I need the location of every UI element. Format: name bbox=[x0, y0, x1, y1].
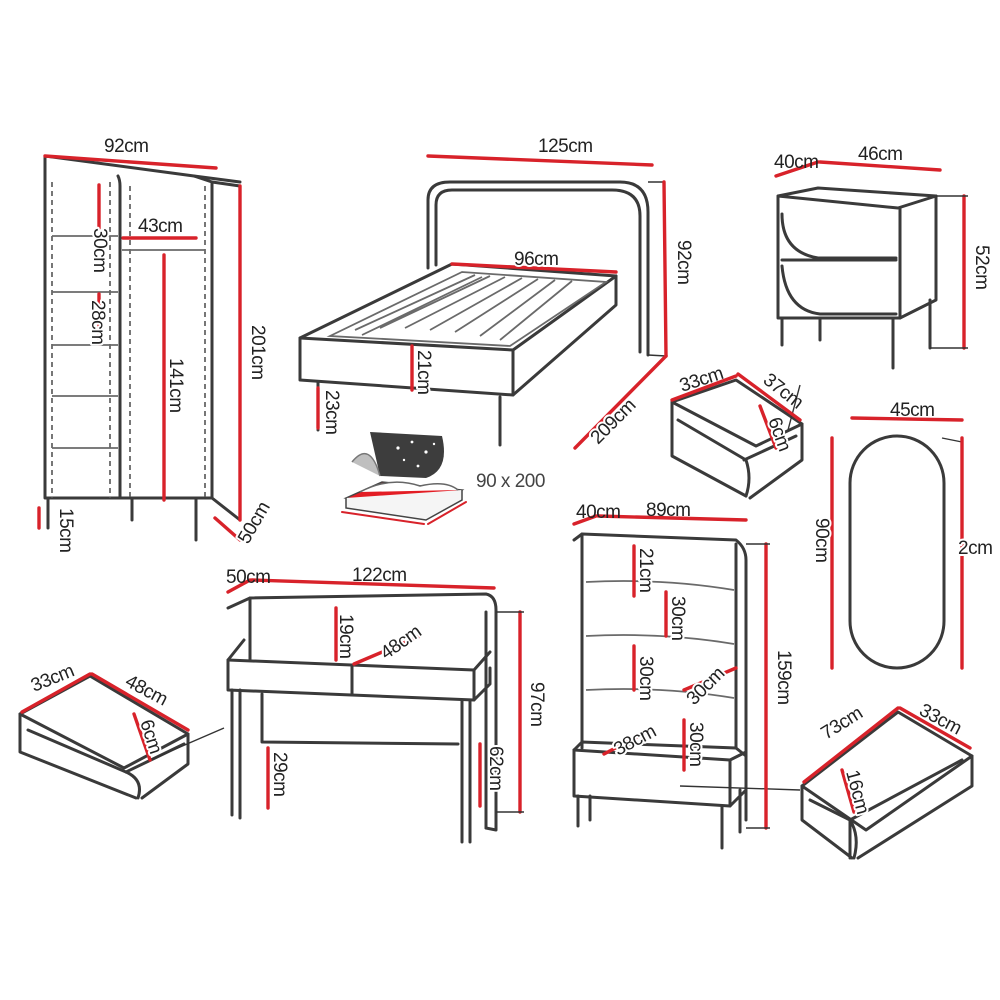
desk-drawer-drawer-width-label: 33cm bbox=[28, 661, 77, 697]
wardrobe-leg-label: 15cm bbox=[55, 508, 76, 552]
bed-length-label: 209cm bbox=[587, 395, 640, 448]
mirror-height-label: 90cm bbox=[811, 518, 832, 562]
wardrobe-hang-height-label: 141cm bbox=[165, 358, 186, 413]
desk-height-label: 97cm bbox=[526, 682, 547, 726]
wardrobe-shelf-gap-label: 28cm bbox=[87, 300, 108, 344]
mirror-dimensions bbox=[830, 416, 964, 670]
bookcase-shelf2-label: 30cm bbox=[667, 596, 688, 640]
bookcase-dimensions bbox=[572, 514, 770, 830]
bookcase-drawer-dimensions bbox=[802, 706, 972, 814]
mirror-drawing bbox=[848, 434, 963, 670]
bed-leg-label: 23cm bbox=[321, 390, 342, 434]
desk-drawer-width-label: 48cm bbox=[377, 621, 425, 664]
bookcase-shelf4-label: 30cm bbox=[683, 663, 729, 709]
nightstand-drawer-drawing bbox=[670, 378, 804, 500]
nightstand-dimensions bbox=[774, 160, 968, 350]
desk-width-label: 122cm bbox=[352, 565, 407, 586]
desk-upper-label: 19cm bbox=[335, 614, 356, 658]
wardrobe-width-label: 92cm bbox=[104, 136, 148, 157]
nightstand-height-label: 52cm bbox=[971, 245, 992, 289]
bed-frame-label: 21cm bbox=[413, 350, 434, 394]
bookcase-shelf1-label: 21cm bbox=[635, 548, 656, 592]
bookcase-width-label: 89cm bbox=[646, 500, 690, 521]
mirror-width-label: 45cm bbox=[890, 400, 934, 421]
bookcase-depth-label: 40cm bbox=[576, 502, 620, 523]
wardrobe-top-shelf-label: 30cm bbox=[89, 228, 110, 272]
bookcase-drawer-drawing bbox=[800, 710, 974, 860]
mirror-thickness-label: 2cm bbox=[958, 538, 992, 559]
bookcase-drawing bbox=[572, 532, 801, 850]
bed-drawing bbox=[298, 180, 650, 447]
bed-width-label: 125cm bbox=[538, 136, 593, 157]
mattress-icon bbox=[341, 432, 467, 525]
desk-leg-label: 62cm bbox=[485, 746, 506, 790]
nightstand-drawer-dimensions bbox=[670, 372, 802, 450]
desk-drawer-dimensions bbox=[20, 672, 190, 762]
desk-depth-label: 50cm bbox=[226, 567, 270, 588]
mattress-size-label: 90 x 200 bbox=[476, 471, 545, 492]
desk-drawer-drawer-height-label: 6cm bbox=[135, 717, 166, 756]
nightstand-drawing bbox=[776, 186, 938, 370]
wardrobe-rail-width-label: 43cm bbox=[138, 216, 182, 237]
desk-drawing bbox=[226, 592, 498, 844]
desk-dimensions bbox=[226, 578, 524, 814]
desk-knee-label: 29cm bbox=[269, 752, 290, 796]
bookcase-height-label: 159cm bbox=[773, 650, 794, 705]
bed-inner-width-label: 96cm bbox=[514, 249, 558, 270]
bookcase-drawer-height-label: 16cm bbox=[841, 768, 873, 816]
bed-height-label: 92cm bbox=[673, 240, 694, 284]
nightstand-width-label: 46cm bbox=[858, 144, 902, 165]
bookcase-shelf3-label: 30cm bbox=[635, 656, 656, 700]
wardrobe-drawing bbox=[43, 154, 242, 542]
bookcase-shelf5-label: 30cm bbox=[685, 722, 706, 766]
wardrobe-height-label: 201cm bbox=[247, 325, 268, 380]
bed-dimensions bbox=[316, 154, 668, 450]
bookcase-drawer-depth-label: 33cm bbox=[916, 700, 965, 739]
nightstand-depth-label: 40cm bbox=[774, 152, 818, 173]
wardrobe-dimensions bbox=[37, 154, 242, 542]
